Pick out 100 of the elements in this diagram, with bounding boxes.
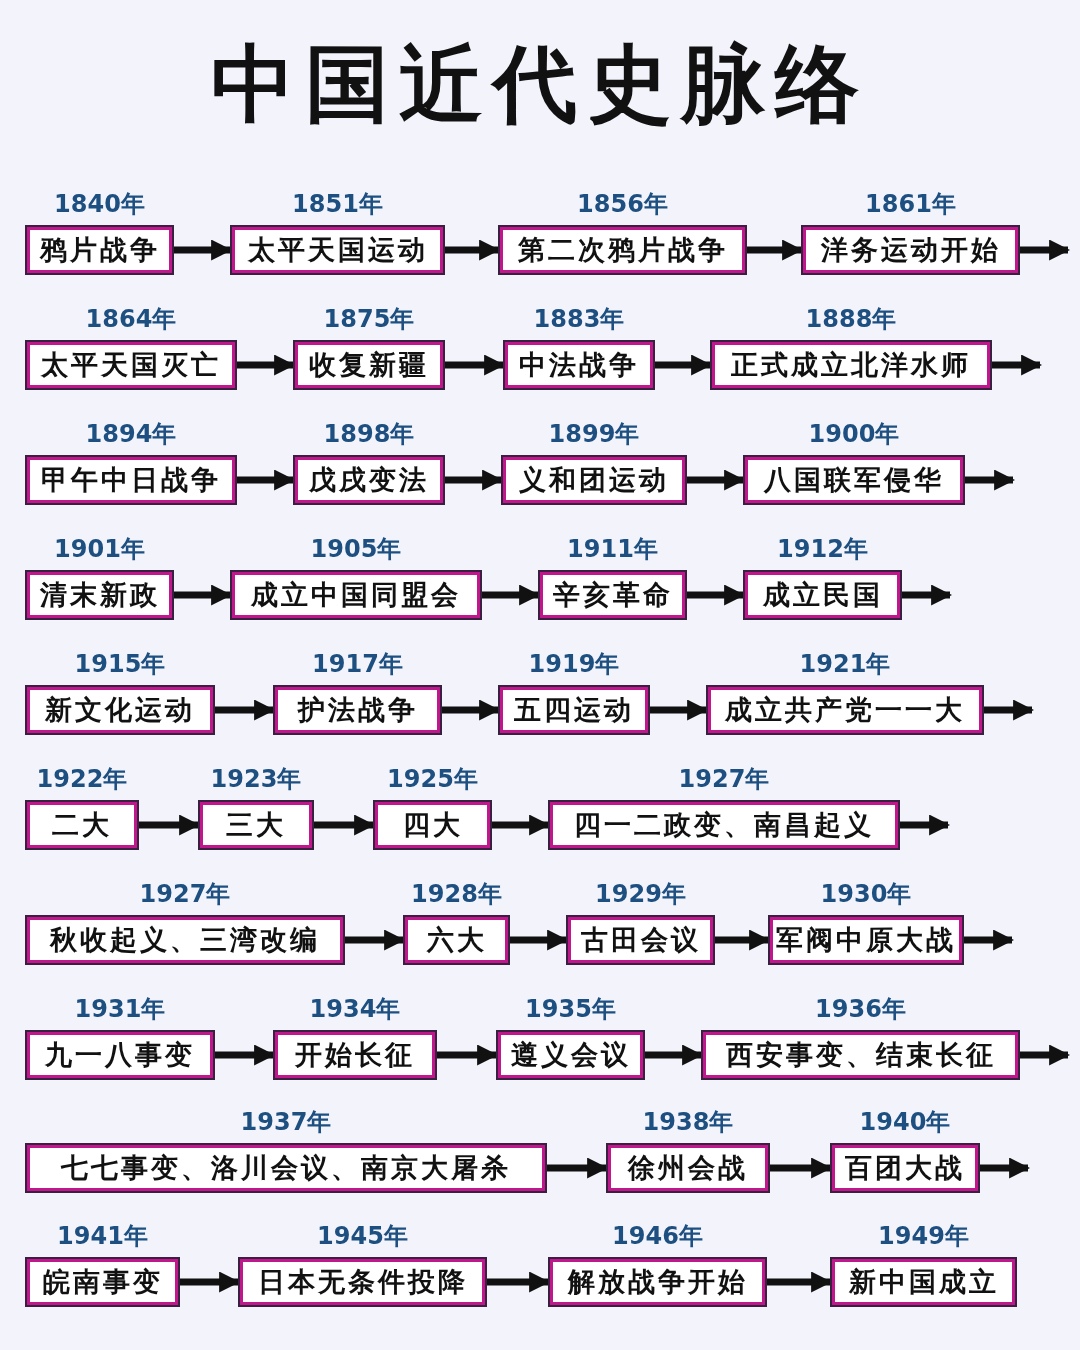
year-label: 1888年 bbox=[804, 304, 898, 335]
event-name: 成立民国 bbox=[762, 578, 883, 612]
year-label: 1945年 bbox=[316, 1221, 409, 1252]
year-label: 1840年 bbox=[53, 189, 146, 220]
arrow bbox=[445, 469, 504, 491]
event-name: 三大 bbox=[226, 808, 286, 842]
year-label: 1899年 bbox=[547, 419, 641, 450]
arrow bbox=[445, 239, 501, 261]
arrow bbox=[747, 239, 804, 261]
year-label: 1922年 bbox=[35, 764, 129, 795]
event-name: 太平天国运动 bbox=[247, 233, 428, 267]
arrow bbox=[492, 814, 551, 836]
year-label: 1927年 bbox=[138, 879, 232, 910]
event-name: 六大 bbox=[426, 923, 487, 957]
year-label: 1875年 bbox=[322, 304, 416, 335]
year-label: 1900年 bbox=[807, 419, 901, 450]
year-label: 1927年 bbox=[677, 764, 771, 795]
event-name: 新文化运动 bbox=[45, 693, 195, 727]
title: 中国近代史脉络 bbox=[210, 34, 870, 135]
arrow bbox=[547, 1157, 609, 1179]
year-label: 1883年 bbox=[532, 304, 626, 335]
year-label: 1935年 bbox=[524, 994, 617, 1025]
year-label: 1864年 bbox=[84, 304, 178, 335]
year-label: 1901年 bbox=[53, 534, 146, 565]
arrow bbox=[770, 1157, 833, 1179]
event-name: 秋收起义、三湾改编 bbox=[50, 923, 320, 957]
event-name: 收复新疆 bbox=[309, 348, 429, 382]
event-name: 四大 bbox=[402, 808, 463, 842]
arrow bbox=[237, 354, 296, 376]
event-name: 八国联军侵华 bbox=[764, 463, 944, 497]
event-name: 辛亥革命 bbox=[552, 578, 673, 612]
arrow bbox=[655, 354, 713, 376]
event-name: 四一二政变、南昌起义 bbox=[574, 808, 874, 842]
arrow bbox=[650, 699, 709, 721]
event-name: 开始长征 bbox=[295, 1038, 415, 1072]
year-label: 1923年 bbox=[209, 764, 303, 795]
year-label: 1915年 bbox=[73, 649, 167, 680]
event-name: 百团大战 bbox=[845, 1151, 965, 1185]
arrow bbox=[1020, 1044, 1071, 1066]
event-name: 西安事变、结束长征 bbox=[725, 1038, 996, 1072]
year-label: 1949年 bbox=[877, 1221, 970, 1252]
arrow bbox=[437, 1044, 499, 1066]
arrow bbox=[174, 584, 233, 606]
arrow bbox=[174, 239, 233, 261]
year-label: 1894年 bbox=[84, 419, 178, 450]
year-label: 1898年 bbox=[322, 419, 416, 450]
year-label: 1934年 bbox=[308, 994, 402, 1025]
arrow bbox=[902, 584, 953, 606]
arrow bbox=[442, 699, 501, 721]
event-name: 成立中国同盟会 bbox=[251, 578, 461, 612]
event-name: 清末新政 bbox=[39, 578, 160, 612]
year-label: 1925年 bbox=[386, 764, 479, 795]
arrow bbox=[139, 814, 201, 836]
year-label: 1911年 bbox=[566, 534, 659, 565]
arrow bbox=[445, 354, 506, 376]
arrow bbox=[900, 814, 951, 836]
arrow bbox=[482, 584, 541, 606]
arrow bbox=[237, 469, 296, 491]
year-label: 1938年 bbox=[641, 1107, 735, 1138]
arrow bbox=[980, 1157, 1031, 1179]
arrow bbox=[715, 929, 771, 951]
year-label: 1905年 bbox=[309, 534, 403, 565]
arrow bbox=[984, 699, 1035, 721]
year-label: 1851年 bbox=[291, 189, 384, 220]
arrow bbox=[767, 1271, 833, 1293]
event-name: 日本无条件投降 bbox=[257, 1265, 468, 1299]
event-name: 鸦片战争 bbox=[39, 233, 160, 267]
arrow bbox=[645, 1044, 704, 1066]
year-label: 1931年 bbox=[73, 994, 167, 1025]
arrow bbox=[1020, 239, 1071, 261]
event-name: 二大 bbox=[52, 808, 112, 842]
arrow bbox=[510, 929, 569, 951]
event-name: 九一八事变 bbox=[45, 1038, 195, 1072]
arrow bbox=[180, 1271, 241, 1293]
year-label: 1856年 bbox=[576, 189, 669, 220]
arrow bbox=[687, 469, 746, 491]
event-name: 新中国成立 bbox=[848, 1265, 999, 1299]
year-label: 1929年 bbox=[594, 879, 687, 910]
year-label: 1940年 bbox=[858, 1107, 952, 1138]
event-name: 洋务运动开始 bbox=[820, 233, 1001, 267]
event-name: 解放战争开始 bbox=[567, 1265, 748, 1299]
year-label: 1919年 bbox=[527, 649, 621, 680]
event-name: 军阀中原大战 bbox=[776, 923, 956, 957]
event-name: 徐州会战 bbox=[628, 1151, 748, 1185]
year-label: 1941年 bbox=[56, 1221, 149, 1252]
event-name: 成立共产党一一大 bbox=[725, 693, 965, 727]
arrow bbox=[964, 929, 1015, 951]
event-name: 甲午中日战争 bbox=[41, 463, 221, 497]
year-label: 1937年 bbox=[239, 1107, 333, 1138]
event-name: 第二次鸦片战争 bbox=[517, 233, 728, 267]
arrow bbox=[314, 814, 376, 836]
year-label: 1928年 bbox=[410, 879, 503, 910]
event-name: 五四运动 bbox=[514, 693, 634, 727]
event-name: 古田会议 bbox=[580, 923, 701, 957]
event-name: 皖南事变 bbox=[42, 1265, 163, 1299]
year-label: 1861年 bbox=[864, 189, 957, 220]
event-name: 正式成立北洋水师 bbox=[731, 348, 971, 382]
event-name: 义和团运动 bbox=[519, 463, 669, 497]
year-label: 1921年 bbox=[798, 649, 892, 680]
year-label: 1912年 bbox=[776, 534, 869, 565]
